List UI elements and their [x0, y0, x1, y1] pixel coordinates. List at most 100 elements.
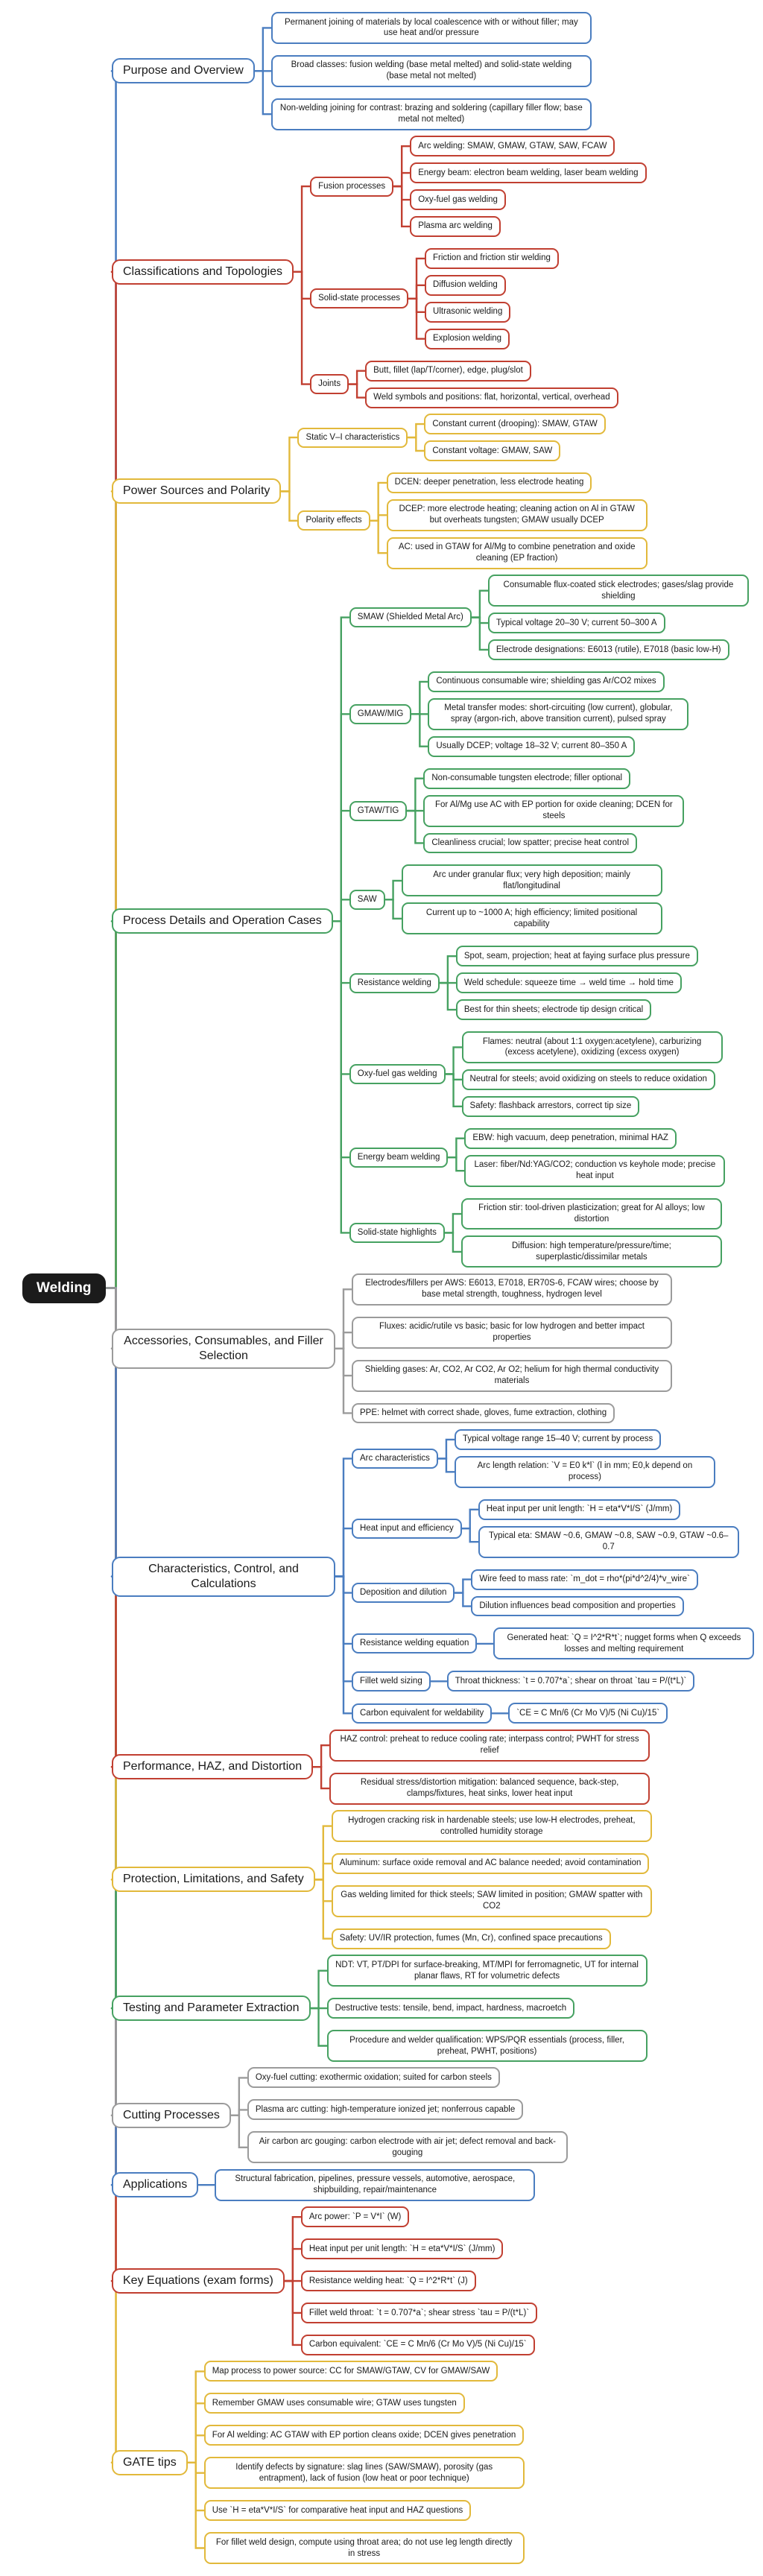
- leaf-node[interactable]: Constant voltage: GMAW, SAW: [424, 440, 561, 461]
- leaf-node[interactable]: Diffusion: high temperature/pressure/tim…: [460, 1235, 722, 1268]
- sub-branch-label[interactable]: Resistance welding equation: [352, 1633, 478, 1654]
- leaf-node[interactable]: Friction and friction stir welding: [425, 247, 559, 269]
- leaf-node[interactable]: Shielding gases: Ar, CO2, Ar CO2, Ar O2;…: [352, 1359, 672, 1392]
- leaf-node[interactable]: Safety: UV/IR protection, fumes (Mn, Cr)…: [331, 1928, 611, 1949]
- sub-branch-label[interactable]: Joints: [310, 374, 349, 395]
- sub-branch-label[interactable]: Solid-state highlights: [349, 1222, 445, 1243]
- leaf-node[interactable]: Fluxes: acidic/rutile vs basic; basic fo…: [352, 1316, 672, 1349]
- branch-label[interactable]: Cutting Processes: [112, 2102, 231, 2128]
- leaf-node[interactable]: Laser: fiber/Nd:YAG/CO2; conduction vs k…: [464, 1154, 726, 1187]
- leaf-node[interactable]: Constant current (drooping): SMAW, GTAW: [424, 414, 606, 435]
- leaf-node[interactable]: HAZ control: preheat to reduce cooling r…: [329, 1729, 650, 1762]
- leaf-node[interactable]: Butt, fillet (lap/T/corner), edge, plug/…: [365, 360, 531, 382]
- leaf-node[interactable]: Gas welding limited for thick steels; SA…: [331, 1884, 652, 1917]
- leaf-node[interactable]: Procedure and welder qualification: WPS/…: [326, 2030, 648, 2062]
- leaf-node[interactable]: Residual stress/distortion mitigation: b…: [329, 1772, 650, 1805]
- sub-branch-label[interactable]: Static V–I characteristics: [297, 427, 408, 448]
- sub-branch-label[interactable]: Oxy-fuel gas welding: [349, 1063, 446, 1084]
- leaf-node[interactable]: Wire feed to mass rate: `m_dot = rho*(pi…: [471, 1569, 698, 1590]
- leaf-node[interactable]: Hydrogen cracking risk in hardenable ste…: [331, 1810, 652, 1842]
- leaf-node[interactable]: Diffusion welding: [425, 274, 506, 296]
- leaf-node[interactable]: Use `H = eta*V*I/S` for comparative heat…: [203, 2500, 472, 2522]
- sub-branch-label[interactable]: SMAW (Shielded Metal Arc): [349, 607, 472, 628]
- leaf-node[interactable]: Explosion welding: [425, 328, 510, 349]
- sub-branch-label[interactable]: Resistance welding: [349, 972, 440, 993]
- leaf-node[interactable]: Aluminum: surface oxide removal and AC b…: [331, 1852, 650, 1874]
- sub-branch-label[interactable]: GMAW/MIG: [349, 703, 412, 724]
- leaf-node[interactable]: Plasma arc welding: [410, 215, 501, 237]
- branch-label[interactable]: Process Details and Operation Cases: [112, 908, 333, 934]
- leaf-node[interactable]: Friction stir: tool-driven plasticizatio…: [460, 1197, 722, 1230]
- sub-branch-label[interactable]: Carbon equivalent for weldability: [352, 1703, 493, 1724]
- leaf-node[interactable]: Best for thin sheets; electrode tip desi…: [455, 999, 652, 1021]
- leaf-node[interactable]: DCEN: deeper penetration, less electrode…: [386, 472, 592, 493]
- leaf-node[interactable]: Typical voltage range 15–40 V; current b…: [454, 1428, 662, 1450]
- leaf-node[interactable]: Throat thickness: `t = 0.707*a`; shear o…: [446, 1671, 695, 1692]
- leaf-node[interactable]: Typical voltage 20–30 V; current 50–300 …: [487, 613, 665, 634]
- leaf-node[interactable]: Energy beam: electron beam welding, lase…: [410, 162, 647, 184]
- leaf-node[interactable]: Carbon equivalent: `CE = C Mn/6 (Cr Mo V…: [300, 2334, 535, 2355]
- sub-branch-label[interactable]: Fillet weld sizing: [352, 1671, 431, 1692]
- sub-branch-label[interactable]: Fusion processes: [310, 176, 394, 197]
- leaf-node[interactable]: Weld symbols and positions: flat, horizo…: [365, 387, 618, 408]
- leaf-node[interactable]: For Al welding: AC GTAW with EP portion …: [203, 2425, 525, 2446]
- leaf-node[interactable]: Metal transfer modes: short-circuiting (…: [428, 697, 689, 730]
- leaf-node[interactable]: Arc welding: SMAW, GMAW, GTAW, SAW, FCAW: [410, 136, 615, 157]
- branch-label[interactable]: Key Equations (exam forms): [112, 2268, 285, 2294]
- branch-label[interactable]: Characteristics, Control, and Calculatio…: [112, 1556, 335, 1597]
- leaf-node[interactable]: Remember GMAW uses consumable wire; GTAW…: [203, 2393, 465, 2414]
- branch-label[interactable]: GATE tips: [112, 2449, 188, 2475]
- leaf-node[interactable]: Consumable flux-coated stick electrodes;…: [487, 575, 749, 607]
- leaf-node[interactable]: Electrode designations: E6013 (rutile), …: [487, 639, 729, 660]
- leaf-node[interactable]: Broad classes: fusion welding (base meta…: [270, 54, 592, 87]
- leaf-node[interactable]: Typical eta: SMAW ~0.6, GMAW ~0.8, SAW ~…: [478, 1525, 739, 1558]
- leaf-node[interactable]: AC: used in GTAW for Al/Mg to combine pe…: [386, 537, 648, 569]
- leaf-node[interactable]: NDT: VT, PT/DPI for surface-breaking, MT…: [326, 1955, 648, 1987]
- branch-label[interactable]: Applications: [112, 2172, 199, 2198]
- leaf-node[interactable]: Current up to ~1000 A; high efficiency; …: [401, 902, 662, 935]
- sub-branch-label[interactable]: Deposition and dilution: [352, 1583, 455, 1604]
- leaf-node[interactable]: Flames: neutral (about 1:1 oxygen:acetyl…: [461, 1031, 723, 1063]
- leaf-node[interactable]: EBW: high vacuum, deep penetration, mini…: [464, 1127, 677, 1149]
- sub-branch-label[interactable]: Arc characteristics: [352, 1448, 438, 1469]
- leaf-node[interactable]: Ultrasonic welding: [425, 301, 511, 323]
- branch-label[interactable]: Performance, HAZ, and Distortion: [112, 1754, 314, 1780]
- leaf-node[interactable]: Electrodes/fillers per AWS: E6013, E7018…: [352, 1273, 672, 1306]
- leaf-node[interactable]: Usually DCEP; voltage 18–32 V; current 8…: [428, 735, 636, 757]
- leaf-node[interactable]: Oxy-fuel cutting: exothermic oxidation; …: [247, 2067, 500, 2089]
- sub-branch-label[interactable]: GTAW/TIG: [349, 800, 408, 821]
- leaf-node[interactable]: Heat input per unit length: `H = eta*V*I…: [300, 2238, 504, 2260]
- branch-label[interactable]: Purpose and Overview: [112, 58, 255, 84]
- leaf-node[interactable]: Arc under granular flux; very high depos…: [401, 864, 662, 897]
- branch-label[interactable]: Protection, Limitations, and Safety: [112, 1867, 315, 1893]
- leaf-node[interactable]: Non-consumable tungsten electrode; fille…: [423, 768, 631, 789]
- leaf-node[interactable]: Safety: flashback arrestors, correct tip…: [461, 1095, 640, 1117]
- root-node[interactable]: Welding: [22, 1273, 106, 1303]
- sub-branch-label[interactable]: Polarity effects: [297, 510, 370, 531]
- branch-label[interactable]: Power Sources and Polarity: [112, 478, 282, 504]
- leaf-node[interactable]: Resistance welding heat: `Q = I^2*R*t` (…: [300, 2270, 476, 2292]
- sub-branch-label[interactable]: SAW: [349, 889, 385, 910]
- leaf-node[interactable]: Destructive tests: tensile, bend, impact…: [326, 1998, 575, 2019]
- branch-label[interactable]: Testing and Parameter Extraction: [112, 1996, 311, 2022]
- leaf-node[interactable]: Cleanliness crucial; low spatter; precis…: [423, 832, 637, 854]
- leaf-node[interactable]: Neutral for steels; avoid oxidizing on s…: [461, 1069, 715, 1090]
- leaf-node[interactable]: Oxy-fuel gas welding: [410, 189, 506, 210]
- leaf-node[interactable]: Spot, seam, projection; heat at faying s…: [455, 946, 698, 967]
- leaf-node[interactable]: DCEP: more electrode heating; cleaning a…: [386, 499, 648, 531]
- leaf-node[interactable]: Air carbon arc gouging: carbon electrode…: [247, 2131, 568, 2164]
- leaf-node[interactable]: Dilution influences bead composition and…: [471, 1595, 684, 1617]
- leaf-node[interactable]: Permanent joining of materials by local …: [270, 12, 592, 44]
- leaf-node[interactable]: Non-welding joining for contrast: brazin…: [270, 98, 592, 130]
- branch-label[interactable]: Classifications and Topologies: [112, 259, 294, 285]
- leaf-node[interactable]: `CE = C Mn/6 (Cr Mo V)/5 (Ni Cu)/15`: [508, 1703, 668, 1724]
- leaf-node[interactable]: Map process to power source: CC for SMAW…: [203, 2361, 498, 2382]
- leaf-node[interactable]: Weld schedule: squeeze time → weld time …: [455, 972, 682, 994]
- sub-branch-label[interactable]: Energy beam welding: [349, 1147, 449, 1168]
- leaf-node[interactable]: PPE: helmet with correct shade, gloves, …: [352, 1402, 615, 1424]
- leaf-node[interactable]: Structural fabrication, pipelines, press…: [215, 2168, 536, 2201]
- leaf-node[interactable]: Arc power: `P = V*I` (W): [300, 2206, 410, 2228]
- leaf-node[interactable]: For Al/Mg use AC with EP portion for oxi…: [423, 794, 685, 827]
- leaf-node[interactable]: Identify defects by signature: slag line…: [203, 2457, 525, 2490]
- leaf-node[interactable]: Heat input per unit length: `H = eta*V*I…: [478, 1499, 681, 1520]
